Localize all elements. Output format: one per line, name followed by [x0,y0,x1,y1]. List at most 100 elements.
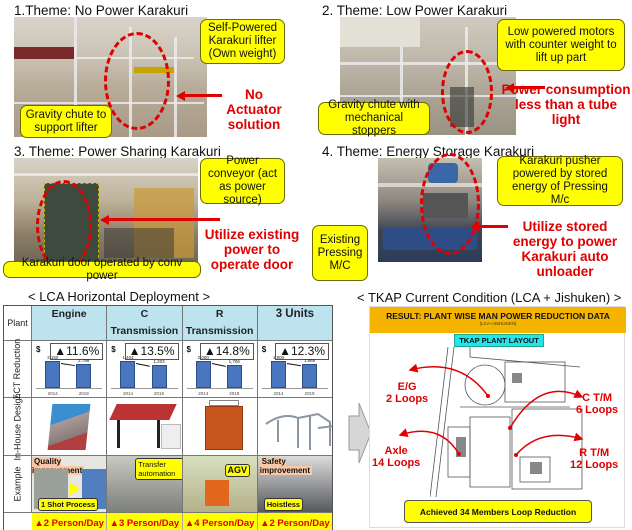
theme-3-callout-conveyor: Power conveyor (act as power source) [200,155,285,206]
plant-header: 3 Units [257,306,332,340]
lca-example-row: Example Quality improvement 1 Shot Proce… [4,456,332,513]
lca-section-title: < LCA Horizontal Deployment > [28,289,211,304]
chart-baseline [186,388,253,389]
loop-arrows [398,363,584,457]
theme-2-title: 2. Theme: Low Power Karakuri [322,3,508,18]
bar-value-label: 1,900 [272,355,285,360]
plant-layout-label: TKAP PLANT LAYOUT [454,334,544,347]
plant-header: R Transmission [182,306,258,340]
engine-design-image [47,404,91,450]
person-reduction: ▲4 Person/Day [182,513,258,530]
tkap-panel: RESULT: PLANT WISE MAN POWER REDUCTION D… [369,306,626,528]
design-3-units [258,398,332,455]
theme-1-title: 1.Theme: No Power Karakuri [14,3,189,18]
lca-header-row: Plant Engine C Transmission R Transmissi… [4,306,332,341]
year-tick-label: 2019 [154,391,165,396]
reduction-percent: ▲12.3% [275,343,329,360]
design-c-transmission [107,398,183,455]
loop-label-eg: E/G 2 Loops [386,381,429,405]
theme-4-title: 4. Theme: Energy Storage Karakuri [322,144,535,159]
chart-bar [302,364,318,388]
example-tag: Safety improvement [259,457,312,475]
loop-label-rtm: R T/M 12 Loops [570,447,619,471]
red-arrow-icon [505,83,514,93]
lca-design-row: In-House Design [4,393,332,460]
design-engine [32,398,108,455]
example-r-transmission: AGV [182,456,258,512]
theme-2-note: Power consumption less than a tube light [501,82,631,127]
example-callout: Transfer automation [135,458,182,480]
reduction-percent: ▲11.6% [50,343,104,360]
highlight-ellipse [104,32,170,130]
bar-value-label: 1,203 [153,358,165,364]
loop-label-ctm: C T/M 6 Loops [576,392,619,416]
agv-image [204,480,229,506]
person-reduction: ▲3 Person/Day [107,513,183,530]
lca-table: Plant Engine C Transmission R Transmissi… [3,305,333,530]
result-banner: RESULT: PLANT WISE MAN POWER REDUCTION D… [370,307,626,333]
3-units-design-image [265,412,332,450]
bar-value-label: 1,666 [303,358,316,364]
arrow-right-icon [69,482,80,496]
bar-value-label: 2,788 [78,358,90,364]
currency-label: $ [111,345,116,354]
highlight-ellipse [420,153,480,255]
highlight-ellipse [441,50,493,134]
chart-baseline [261,388,328,389]
theme-1-callout-chute: Gravity chute to support lifter [20,105,112,138]
tkap-section-title: < TKAP Current Condition (LCA + Jishuken… [357,290,622,305]
example-callout: Hoistless [263,498,304,511]
theme-3-note: Utilize existing power to operate door [204,227,300,272]
theme-1-note: No Actuator solution [226,87,282,132]
theme-4-note: Utilize stored energy to power Karakuri … [512,219,618,279]
row-header-design: In-House Design [12,392,23,461]
reduction-percent: ▲13.5% [124,343,179,360]
theme-2-callout-chute: Gravity chute with mechanical stoppers [318,99,430,137]
theme-4-callout-pusher: Karakuri pusher powered by stored energy… [497,155,623,206]
trend-arrow-icon [286,363,302,367]
year-tick-label: 2019 [229,391,240,396]
achievement-banner: Achieved 34 Members Loop Reduction [404,500,592,523]
chart-bar [226,364,242,388]
theme-1-callout-lifter: Self-Powered Karakuri lifter (Own weight… [200,19,285,64]
theme-4-callout-press: Existing Pressing M/C [312,225,368,281]
design-r-transmission [183,398,258,455]
lca-reduction-row: ▲2 Person/Day ▲3 Person/Day ▲4 Person/Da… [4,513,332,530]
result-banner-title: RESULT: PLANT WISE MAN POWER REDUCTION D… [386,311,610,321]
chart-bar [270,361,286,388]
loop-label-axle: Axle 14 Loops [372,445,421,469]
bar-value-label: 1,706 [228,358,240,364]
red-arrow-icon [100,215,109,225]
year-tick-label: 2019 [304,391,315,396]
bar-value-label: 3,150 [47,355,59,360]
year-tick-label: 2014 [273,391,284,396]
chart-r-transmission: $ ▲14.8% 2,000 2014 1,706 2019 [183,341,258,397]
result-banner-subtitle: (LCA+JISHUKEN) [479,321,517,326]
year-tick-label: 2019 [78,391,89,396]
row-header-example: Example [12,466,23,502]
theme-2-callout-motors: Low powered motors with counter weight t… [497,19,625,71]
chart-baseline [36,388,103,389]
year-tick-label: 2014 [47,391,58,396]
currency-label: $ [261,345,267,354]
chart-bar [195,361,211,388]
reduction-percent: ▲14.8% [199,343,254,360]
plant-header: C Transmission [107,306,183,340]
c-transmission-design-image [109,404,177,420]
currency-label: $ [186,345,191,354]
red-arrow-icon [470,222,479,232]
theme-3-title: 3. Theme: Power Sharing Karakuri [14,144,221,159]
example-3-units: Safety improvement Hoistless [257,456,332,512]
chart-bar [120,361,136,388]
currency-label: $ [36,345,41,354]
bar-value-label: 2,000 [197,355,209,360]
plant-header: Engine [32,306,108,340]
row-header-reduction: ΣCT Reduction [12,338,23,400]
chart-engine: $ ▲11.6% 3,150 2014 2,788 2019 [32,341,108,397]
example-callout: 1 Shot Process [38,498,99,511]
chart-bar [45,361,61,388]
chart-3-units: $ ▲12.3% 1,900 2014 1,666 2019 [258,341,332,397]
year-tick-label: 2014 [198,391,209,396]
chart-bar [151,364,167,388]
